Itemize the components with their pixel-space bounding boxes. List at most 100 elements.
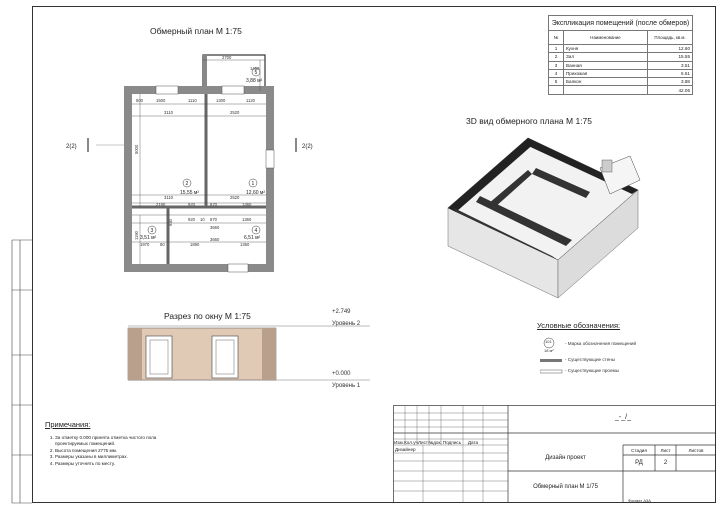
tb-header: Подпись <box>442 439 462 445</box>
dim-text: 1190 <box>134 230 139 240</box>
dim-text: 2520 <box>230 195 240 200</box>
dim-text: 1120 <box>246 98 256 103</box>
dim-text: 1500 <box>156 98 166 103</box>
room-mark-num: 4 <box>255 228 258 234</box>
room-mark-area: 12,60 м² <box>246 190 265 196</box>
dim-text: 3660 <box>210 225 220 230</box>
tb-sheet-label: Лист <box>660 447 671 453</box>
col-num: № <box>548 30 564 45</box>
window-2 <box>221 85 245 95</box>
binding-strip <box>11 239 32 504</box>
room-mark-num: 3 <box>151 228 154 234</box>
room-mark-area: 3,51 м² <box>140 235 157 241</box>
room-mark-num: 5 <box>255 70 258 76</box>
format-label: Формат А3А <box>628 498 651 503</box>
room-mark-area: 3,88 м² <box>246 78 263 84</box>
notes-block: Примечания: За отметку 0.000 принята отм… <box>45 420 185 467</box>
legend-item: - Марка обозначения помещений <box>565 341 637 346</box>
view3d-drawing <box>447 137 641 299</box>
balcony-wall-left <box>203 55 207 91</box>
legend-title: Условные обозначения: <box>537 321 621 330</box>
tb-header: №док. <box>428 439 442 445</box>
dim-text: 1890 <box>190 242 200 247</box>
dim-text: 1360 <box>240 242 250 247</box>
note-item: За отметку 0.000 принята отметка чистого… <box>55 435 185 448</box>
room-mark-area: 15,55 м² <box>180 190 199 196</box>
room-mark-area: 6,51 м² <box>244 235 261 241</box>
entrance-door <box>227 263 249 273</box>
dim-text: 3660 <box>210 237 220 242</box>
window-3 <box>265 149 275 169</box>
explication-table: Экспликация помещений (после обмеров) № … <box>548 15 693 95</box>
tb-header: Дата <box>467 439 479 445</box>
dim-text: 10 <box>200 217 205 222</box>
col-area: Площадь, кв.м. <box>647 30 693 45</box>
tb-header: Изм. <box>394 439 404 445</box>
sheet-frame <box>32 6 716 503</box>
tb-header: Кол.уч <box>404 439 418 445</box>
section-window-2 <box>211 335 239 379</box>
level1-mark: +0.000 <box>332 371 351 377</box>
tb-designer: Дизайнер <box>395 446 416 452</box>
dim-text: 1450 <box>250 66 260 71</box>
dim-text: 920 <box>188 202 196 207</box>
dim-text: 870 <box>210 217 218 222</box>
tb-sheet: 2 <box>663 460 668 466</box>
dim-text: 2700 <box>222 55 232 60</box>
col-name: Наименование <box>563 30 648 45</box>
room-mark-num: 1 <box>252 181 255 187</box>
dim-text: 1110 <box>188 98 197 103</box>
plan-title: Обмерный план М 1:75 <box>150 26 242 36</box>
floor-plan: 2(2) 2(2) 2700 1450 500 1500 1110 1300 1… <box>66 54 313 273</box>
section-mark-left: 2(2) <box>66 144 77 150</box>
section-window-1 <box>145 335 173 379</box>
explication-title: Экспликация помещений (после обмеров) <box>548 15 693 31</box>
section-title: Разрез по окну М 1:75 <box>164 311 251 321</box>
legend-room-area: 18 м² <box>544 348 554 353</box>
dim-text: 5000 <box>134 144 139 154</box>
dim-text: 1360 <box>242 202 252 207</box>
level2-mark: +2.749 <box>332 309 351 315</box>
legend-item: - Существующие стены <box>565 357 616 362</box>
tb-header: Лист <box>418 439 428 445</box>
tb-sheets <box>676 455 716 471</box>
dim-text: 930 <box>168 218 173 226</box>
dim-text: 500 <box>136 98 144 103</box>
tb-project: Дизайн проект <box>545 455 586 461</box>
legend-item: - Существующие проемы <box>565 368 619 373</box>
tb-sheet-title: Обмерный план М 1/75 <box>533 484 598 490</box>
level2-label: Уровень 2 <box>332 321 361 327</box>
dim-text: 2190 <box>156 202 166 207</box>
dim-text: 80 <box>160 242 165 247</box>
view3d-title: 3D вид обмерного плана М 1:75 <box>466 116 593 126</box>
tb-stage-label: Стадия <box>631 447 647 453</box>
window-1 <box>155 85 179 95</box>
dim-text: 1970 <box>140 242 150 247</box>
level1-label: Уровень 1 <box>332 383 361 389</box>
dim-text: 870 <box>210 202 218 207</box>
dim-text: 3110 <box>164 110 174 115</box>
note-item: Размеры уточнять по месту. <box>55 461 185 467</box>
dim-text: 920 <box>188 217 196 222</box>
dim-text: 2520 <box>230 110 240 115</box>
note-item: Высота помещения 2775 мм. <box>55 448 185 454</box>
title-block: Изм. Кол.уч Лист №док. Подпись Дата Диза… <box>393 405 716 503</box>
room-mark-num: 2 <box>186 181 189 187</box>
legend-symbols <box>540 337 563 374</box>
tb-dash: _-_/_ <box>615 413 631 421</box>
legend-room-num: 101 <box>545 339 552 344</box>
tb-sheets-label: Листов <box>688 447 704 453</box>
dim-text: 1300 <box>216 98 226 103</box>
section-mark-right: 2(2) <box>302 144 313 150</box>
dim-text: 1360 <box>242 217 252 222</box>
table-total-row: 42.06 <box>548 85 693 95</box>
section-drawing <box>127 325 370 381</box>
tb-stage: РД <box>635 460 643 466</box>
note-item: Размеры указаны в миллиметрах. <box>55 454 185 460</box>
